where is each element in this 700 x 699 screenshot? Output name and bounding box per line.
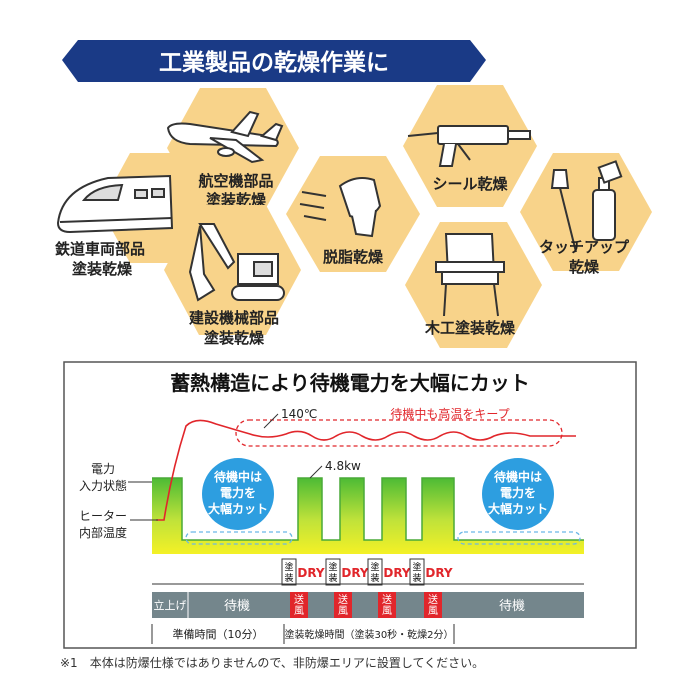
airplane-icon (166, 110, 284, 164)
standby-bubble-right: 待機中は 電力を 大幅カット (482, 458, 554, 530)
step1-paint-1: 塗 (284, 561, 293, 573)
hex-seal: シール乾燥 (403, 85, 537, 207)
bullet-train-icon (56, 174, 174, 234)
process-step-2: 塗 装 DRY (325, 558, 369, 586)
standby-right-line2: 電力を (500, 485, 536, 500)
hex-woodwork: 木工塗装乾燥 (405, 222, 542, 348)
step3-dry: DRY (383, 566, 411, 580)
blow3-1: 送 (382, 593, 392, 606)
standby-bubble-left: 待機中は 電力を 大幅カット (202, 458, 274, 530)
temp-140-label: 140℃ (281, 407, 317, 421)
hex-railway-line1: 鉄道車両部品 (55, 240, 145, 258)
step2-paint-2: 装 (328, 572, 337, 584)
process-step-4: 塗 装 DRY (409, 558, 453, 586)
hex-aircraft: 航空機部品 塗装乾燥 (166, 88, 299, 209)
standby-left-line2: 電力を (220, 485, 256, 500)
prep-time-label: 準備時間（10分） (173, 627, 264, 641)
heater-axis-label-2: 内部温度 (79, 525, 127, 540)
power-input-graph (152, 478, 584, 554)
blow4-2: 風 (428, 605, 438, 617)
hex-railway-line2: 塗装乾燥 (72, 260, 133, 278)
hex-aircraft-line1: 航空機部品 (198, 172, 273, 190)
timeline-startup: 立上げ (154, 598, 187, 612)
timeline-blow-3: 送 風 (378, 592, 396, 618)
step3-paint-1: 塗 (370, 561, 379, 573)
hex-degrease: 脱脂乾燥 (286, 156, 420, 272)
blow2-2: 風 (338, 605, 348, 617)
caulking-gun-icon (407, 125, 531, 167)
step1-paint-2: 装 (284, 572, 293, 584)
standby-left-line3: 大幅カット (208, 501, 268, 516)
cycle-time-label: 塗装乾燥時間（塗装30秒・乾燥2分） (284, 628, 453, 641)
hex-touchup-line2: 乾燥 (569, 258, 600, 276)
process-step-3: 塗 装 DRY (367, 558, 411, 586)
power-axis-label-1: 電力 (91, 462, 115, 476)
blow1-1: 送 (294, 593, 304, 606)
hex-construction-line2: 塗装乾燥 (204, 329, 265, 347)
standby-right-line3: 大幅カット (488, 501, 548, 516)
peak-power-label: 4.8kw (325, 459, 361, 473)
header-title: 工業製品の乾燥作業に (159, 49, 389, 76)
hex-degrease-label: 脱脂乾燥 (323, 248, 384, 266)
timeline-standby-left: 待機 (224, 599, 250, 614)
standby-left-line1: 待機中は (214, 469, 262, 484)
timeline-standby-right: 待機 (499, 599, 525, 614)
power-input-outline (152, 477, 584, 541)
keep-high-temp-label: 待機中も高温をキープ (390, 406, 509, 421)
wiping-hand-icon (299, 177, 382, 238)
step3-paint-2: 装 (370, 572, 379, 584)
header-banner: 工業製品の乾燥作業に (62, 40, 486, 82)
chart-panel: 蓄熱構造により待機電力を大幅にカット 140℃ 待機中も高温をキープ 電力 入力… (63, 361, 637, 649)
hex-touchup-line1: タッチアップ (539, 238, 630, 256)
brush-and-spray-icon (550, 160, 623, 253)
step4-paint-1: 塗 (412, 561, 421, 573)
timeline-blow-2: 送 風 (334, 592, 352, 618)
heater-axis-label-1: ヒーター (79, 509, 127, 523)
standby-dash-right (457, 531, 581, 545)
hex-construction-line1: 建設機械部品 (189, 309, 279, 327)
footnote: ※1 本体は防爆仕様ではありませんので、非防爆エリアに設置してください。 (60, 656, 485, 670)
hex-construction: 建設機械部品 塗装乾燥 (164, 205, 301, 347)
hex-aircraft-line2: 塗装乾燥 (206, 191, 267, 209)
keep-high-temp-dash (235, 419, 563, 447)
blow1-2: 風 (294, 605, 304, 617)
chart-title: 蓄熱構造により待機電力を大幅にカット (170, 371, 530, 395)
timeline-blow-1: 送 風 (290, 592, 308, 618)
excavator-icon (188, 223, 285, 302)
blow3-2: 風 (382, 605, 392, 617)
step2-paint-1: 塗 (328, 561, 337, 573)
blow2-1: 送 (338, 593, 348, 606)
step1-dry: DRY (297, 566, 325, 580)
timeline-bar (152, 592, 584, 618)
hex-touchup: タッチアップ 乾燥 (520, 153, 652, 276)
step4-paint-2: 装 (412, 572, 421, 584)
process-step-1: 塗 装 DRY (281, 558, 325, 586)
heater-temp-line (156, 419, 576, 521)
blow4-1: 送 (428, 593, 438, 606)
hex-woodwork-label: 木工塗装乾燥 (424, 319, 516, 337)
step4-dry: DRY (425, 566, 453, 580)
standby-right-line1: 待機中は (494, 469, 542, 484)
armchair-icon (435, 233, 505, 317)
timeline-blow-4: 送 風 (424, 592, 442, 618)
power-axis-label-2: 入力状態 (79, 478, 127, 493)
hex-seal-label: シール乾燥 (432, 175, 508, 193)
step2-dry: DRY (341, 566, 369, 580)
